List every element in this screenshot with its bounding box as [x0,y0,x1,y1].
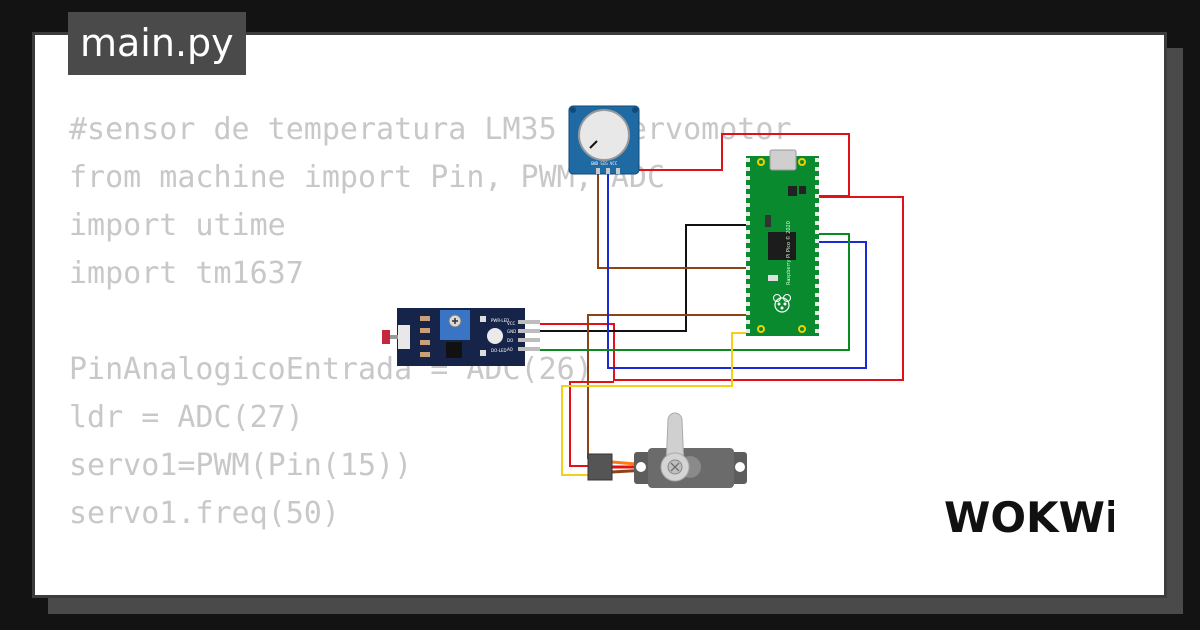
pin-label-vcc: VCC [507,321,516,326]
code-line: ldr = ADC(27) [69,400,304,435]
pin-label-do: DO [507,338,513,343]
servo-motor[interactable] [587,412,747,488]
code-line: from machine import Pin, PWM, ADC [69,160,666,195]
servo-connector [587,453,613,481]
do-led-label: DO-LED [491,348,507,353]
wire-green [540,233,850,351]
pico-board[interactable]: Raspberry Pi Pico © 2020 [746,149,819,336]
usb-connector [769,149,797,171]
circuit-diagram: GND SIG VCC Raspberry Pi Pico © 2020 [382,105,904,488]
pin-label-ao: AO [507,347,513,352]
comparator-chip [446,342,462,358]
wire-black [540,224,752,332]
ldr-module[interactable]: PWR-LED DO-LED VCC GND DO AO [382,308,540,366]
rp2040-chip [768,232,796,260]
wires [540,133,904,476]
knob-indicator [589,140,598,149]
wire-red [569,381,614,467]
code-line: servo1=PWM(Pin(15)) [69,448,413,483]
code-line: import tm1637 [69,256,304,291]
pin-headers-right [815,158,819,333]
code-preview: #sensor de temperatura LM35 + servomotor… [69,106,792,595]
code-line: #sensor de temperatura LM35 + servomotor [69,112,792,147]
pin-headers-left [746,158,750,333]
wokwi-logo[interactable]: WOKWi [944,492,1114,540]
wire-yellow [561,332,752,476]
pot-pin-labels: GND SIG VCC [591,161,618,166]
wokwi-logo-text: WOKWi [944,493,1114,540]
project-card[interactable]: #sensor de temperatura LM35 + servomotor… [32,32,1167,598]
pico-label: Raspberry Pi Pico © 2020 [785,221,792,285]
code-line: PinAnalogicoEntrada = ADC(26) [69,352,593,387]
potentiometer[interactable]: GND SIG VCC [568,105,640,175]
file-tab[interactable]: main.py [68,12,246,75]
code-line: while 1: [69,586,791,595]
raspberry-logo-icon [773,294,791,313]
bootsel-button [768,275,778,281]
code-line: import utime [69,208,286,243]
pin-label-gnd: GND [507,329,516,334]
pwr-led-label: PWR-LED [491,318,509,323]
wire-red [540,196,904,381]
code-line: servo1.freq(50) [69,496,340,531]
wire-brown [597,170,752,269]
led-icon [487,328,503,344]
photoresistor-icon [382,330,390,344]
